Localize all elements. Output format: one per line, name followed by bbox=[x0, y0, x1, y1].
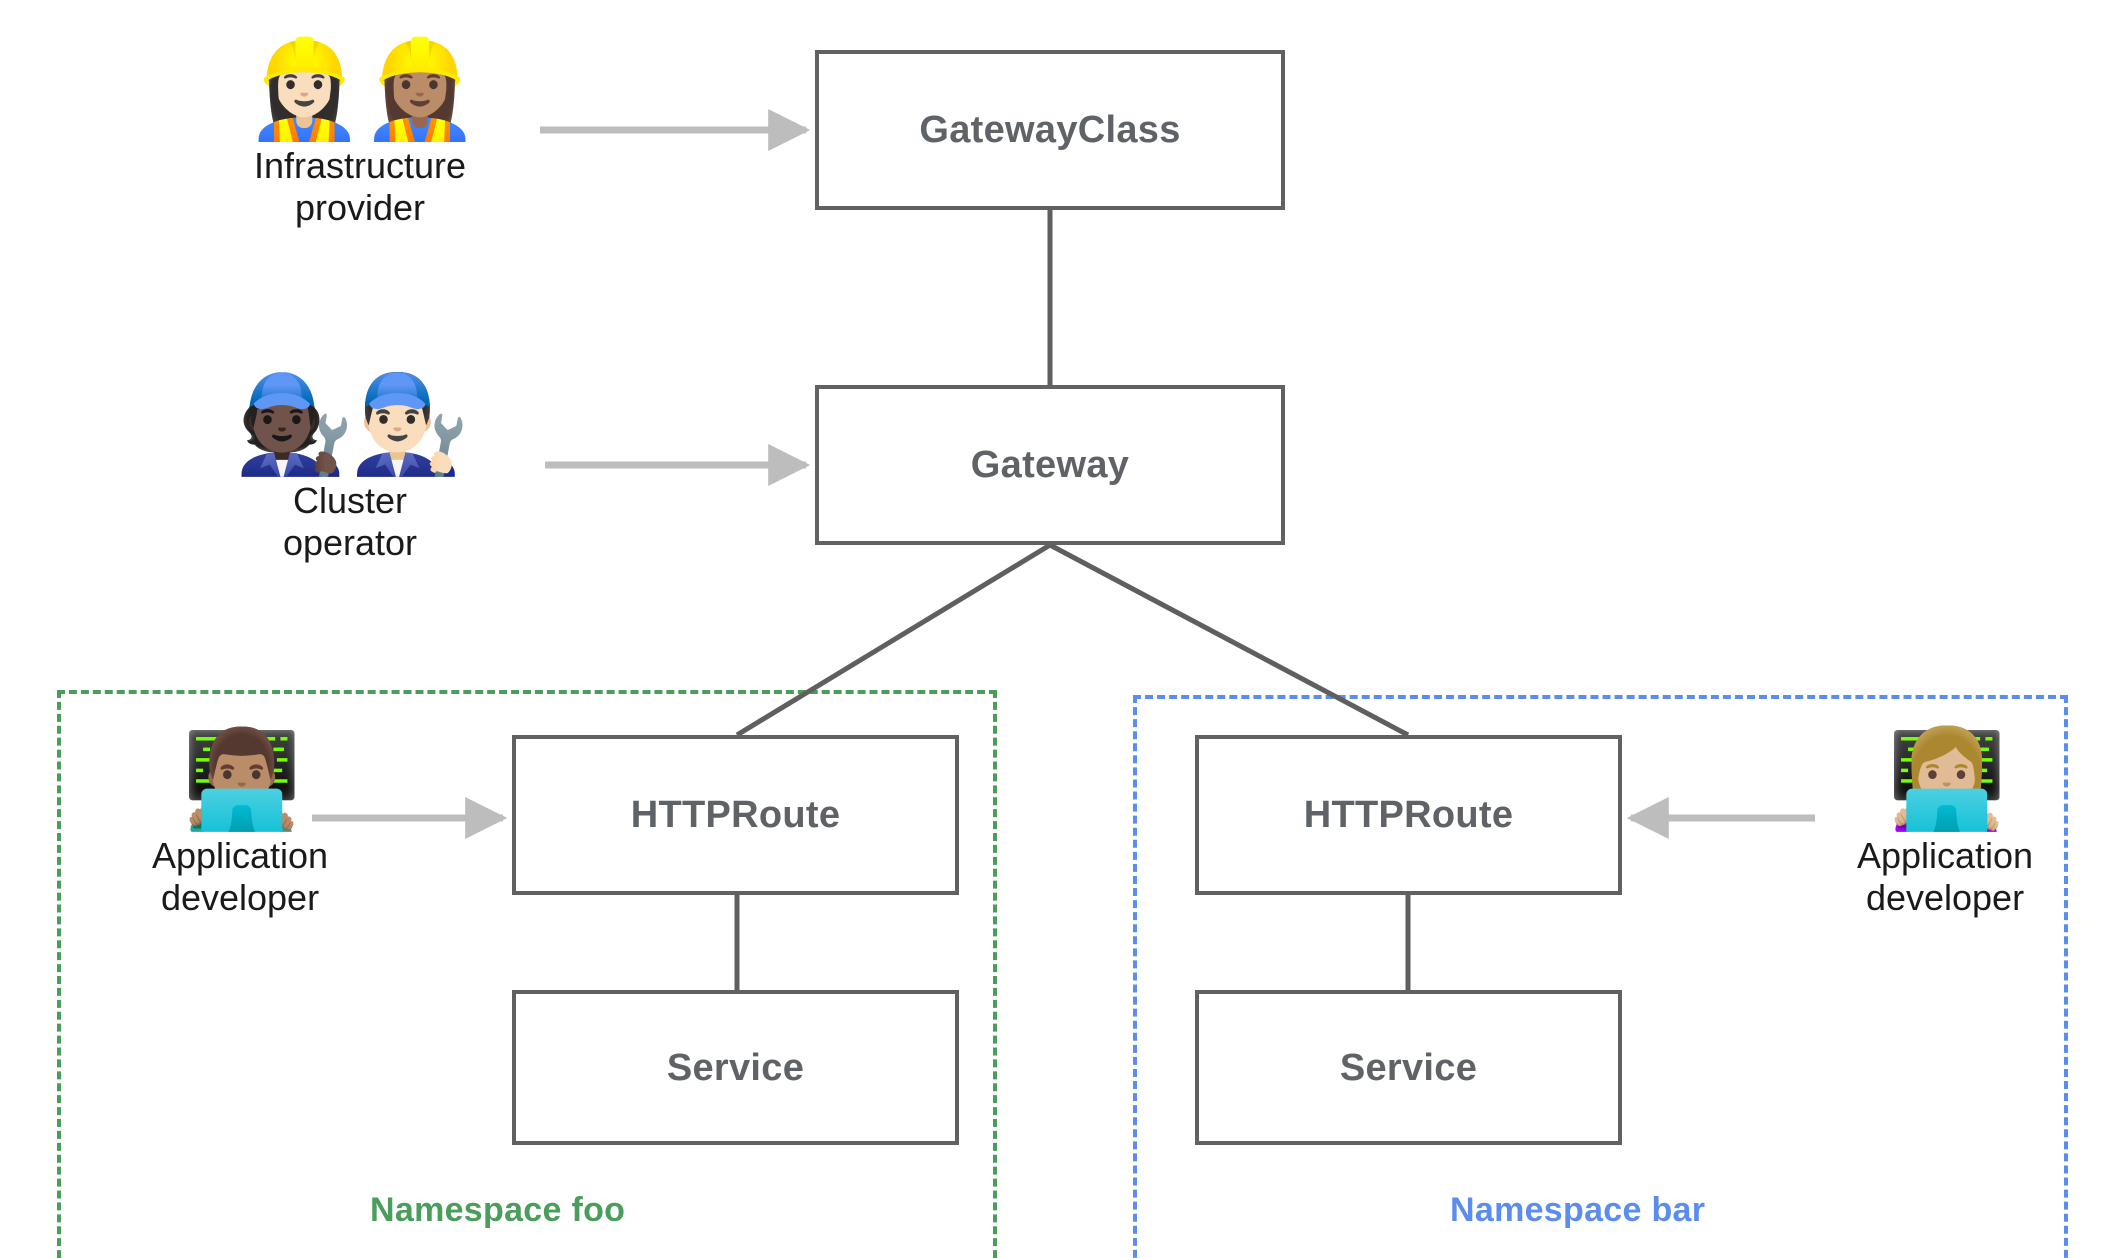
resource-box-gateway[interactable]: Gateway bbox=[815, 385, 1285, 545]
actor-application-developer-bar: 👩🏼‍💻 Application developer bbox=[1800, 726, 2090, 920]
namespace-label-bar: Namespace bar bbox=[1440, 1191, 1716, 1230]
actor-label-infrastructure-provider: Infrastructure provider bbox=[253, 144, 467, 229]
resource-label-httproute-foo: HTTPRoute bbox=[630, 794, 841, 836]
actor-cluster-operator: 🧑🏿‍🔧👨🏻‍🔧 Cluster operator bbox=[200, 371, 500, 565]
resource-label-httproute-bar: HTTPRoute bbox=[1303, 794, 1514, 836]
resource-label-service-foo: Service bbox=[666, 1046, 805, 1089]
resource-label-gatewayclass: GatewayClass bbox=[919, 109, 1181, 151]
actor-label-cluster-operator: Cluster operator bbox=[282, 479, 418, 564]
actor-application-developer-foo: 👨🏽‍💻 Application developer bbox=[95, 726, 385, 920]
actor-label-application-developer-bar: Application developer bbox=[1856, 834, 2034, 919]
man-technologist-icon: 👨🏽‍💻 bbox=[182, 726, 302, 833]
mechanic-icon: 🧑🏿‍🔧👨🏻‍🔧 bbox=[234, 371, 469, 478]
resource-box-gatewayclass[interactable]: GatewayClass bbox=[815, 50, 1285, 210]
resource-box-httproute-foo[interactable]: HTTPRoute bbox=[512, 735, 959, 895]
namespace-label-foo: Namespace foo bbox=[360, 1191, 636, 1230]
namespace-container-bar bbox=[1133, 695, 2068, 1258]
woman-technologist-icon: 👩🏼‍💻 bbox=[1887, 726, 2007, 833]
actor-label-application-developer-foo: Application developer bbox=[151, 834, 329, 919]
resource-label-gateway: Gateway bbox=[970, 444, 1130, 486]
construction-worker-icon: 👷🏻‍♀️👷🏽‍♀️ bbox=[244, 36, 479, 143]
resource-label-service-bar: Service bbox=[1339, 1046, 1478, 1089]
namespace-container-foo bbox=[57, 690, 997, 1258]
resource-box-service-foo[interactable]: Service bbox=[512, 990, 959, 1145]
resource-box-service-bar[interactable]: Service bbox=[1195, 990, 1622, 1145]
resource-box-httproute-bar[interactable]: HTTPRoute bbox=[1195, 735, 1622, 895]
actor-infrastructure-provider: 👷🏻‍♀️👷🏽‍♀️ Infrastructure provider bbox=[210, 36, 510, 230]
